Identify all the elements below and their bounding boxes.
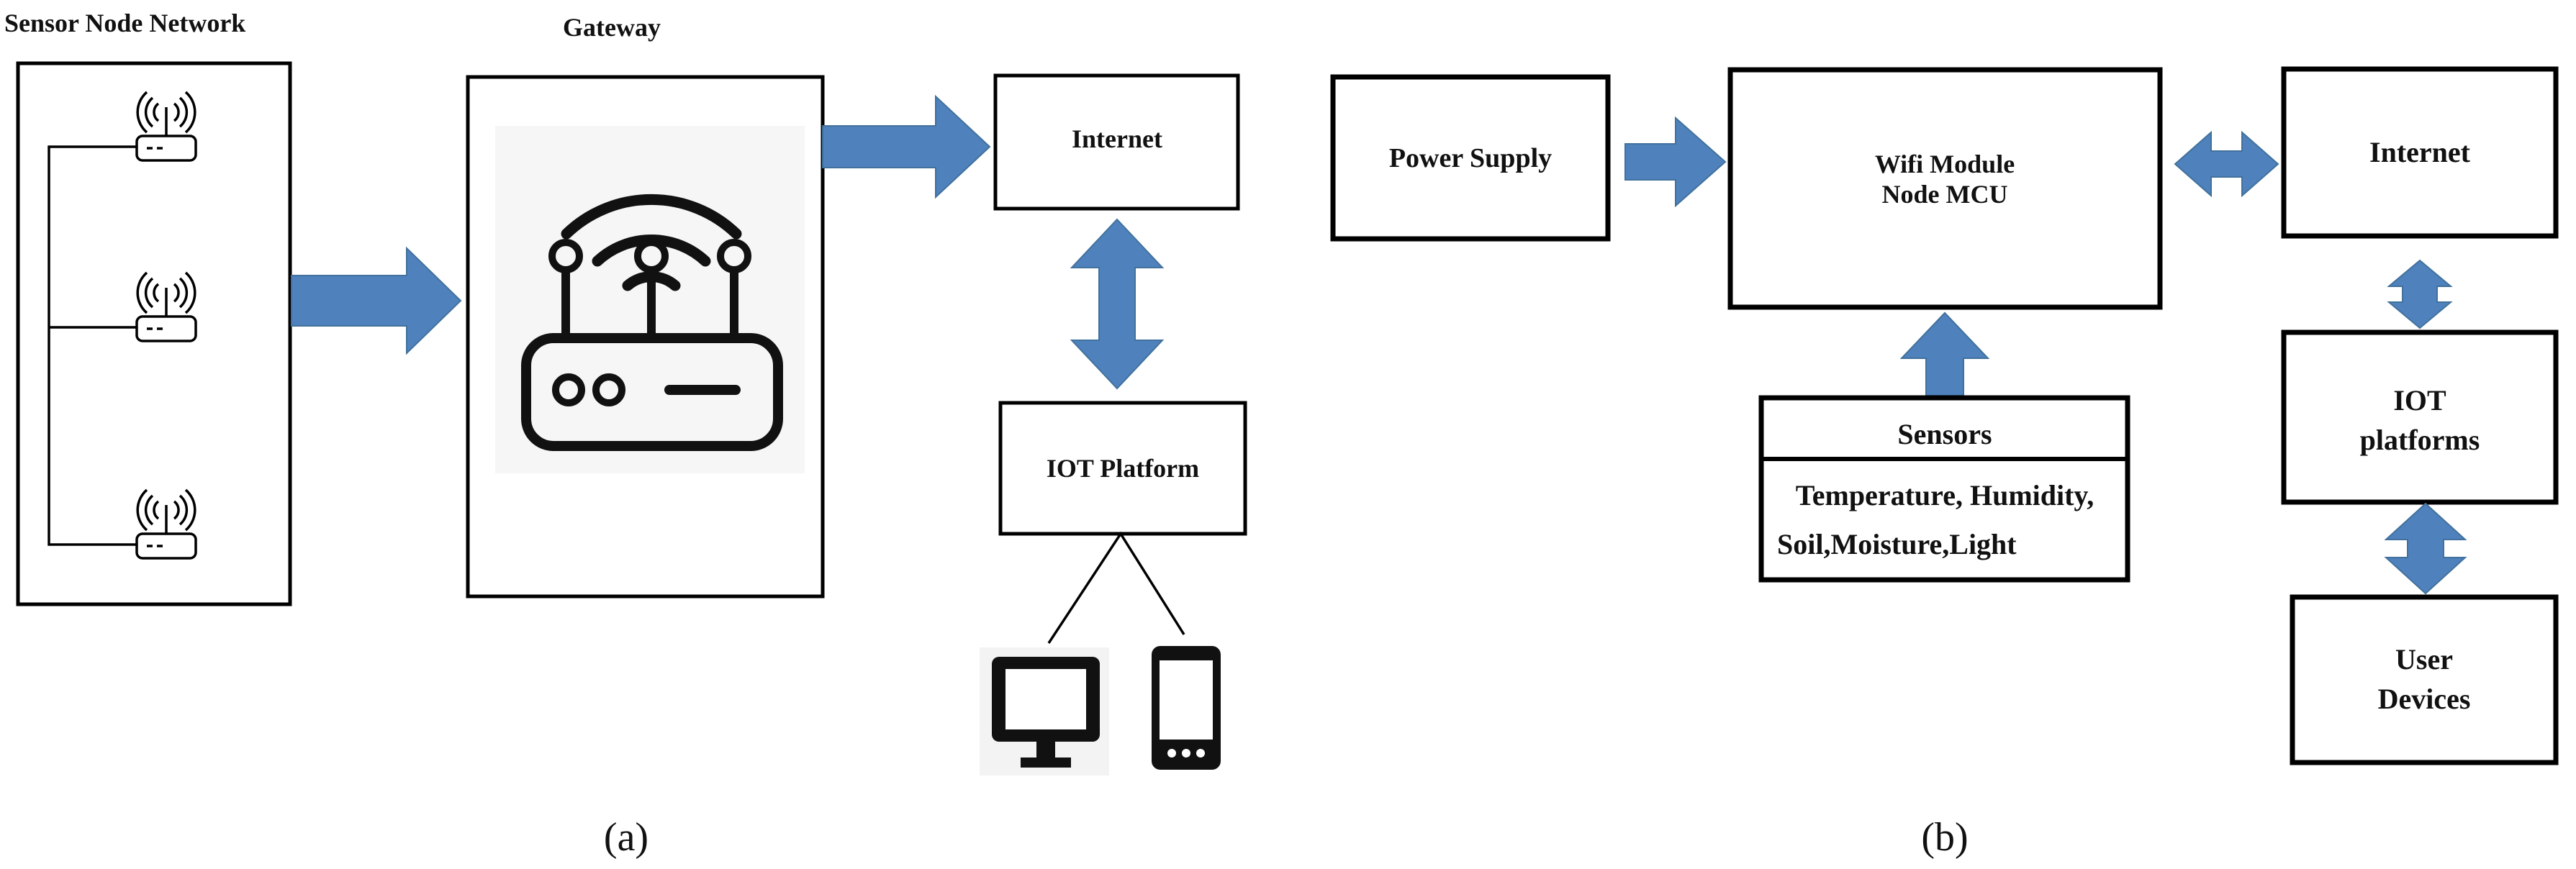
router-icon bbox=[495, 126, 805, 473]
wifi-module-line1: Wifi Module bbox=[1875, 150, 2015, 178]
wifi-module-box bbox=[1727, 67, 2163, 310]
iot-platforms-line2: platforms bbox=[2360, 424, 2480, 456]
internet-label-b: Internet bbox=[2369, 136, 2471, 168]
sensors-list-line2: Soil,Moisture,Light bbox=[1777, 528, 2017, 560]
user-devices-line1: User bbox=[2395, 643, 2453, 675]
panel-b: Power Supply Wifi Module Node MCU Intern… bbox=[1330, 66, 2559, 860]
wifi-node-icon bbox=[135, 488, 197, 560]
sensor-bus-line bbox=[48, 145, 137, 546]
desktop-monitor-icon bbox=[980, 647, 1109, 775]
arrow-network-to-gateway bbox=[291, 246, 462, 355]
iot-platforms-box bbox=[2281, 329, 2559, 505]
arrow-wifi-internet bbox=[2174, 130, 2279, 198]
arrow-gateway-to-internet bbox=[822, 94, 991, 199]
wifi-node-icon bbox=[135, 91, 197, 162]
power-supply-box bbox=[1330, 74, 1611, 242]
wifi-module-line2: Node MCU bbox=[1882, 180, 2008, 209]
arrow-iot-platforms-user-devices bbox=[2384, 502, 2467, 595]
wifi-node-icon bbox=[135, 271, 197, 342]
arrow-internet-iot-platform bbox=[1070, 218, 1165, 390]
user-devices-line2: Devices bbox=[2378, 683, 2471, 715]
sensor-network-label: Sensor Node Network bbox=[4, 9, 245, 37]
iot-platform-label: IOT Platform bbox=[1047, 454, 1199, 483]
gateway-label: Gateway bbox=[563, 13, 661, 42]
arrow-power-to-wifi bbox=[1624, 116, 1727, 208]
arrow-sensors-to-wifi bbox=[1899, 311, 1990, 396]
arrow-internet-iot-platforms bbox=[2387, 259, 2453, 329]
internet-box-b bbox=[2281, 66, 2559, 239]
power-supply-label: Power Supply bbox=[1389, 143, 1552, 173]
sensors-title: Sensors bbox=[1897, 418, 1992, 450]
caption-a: (a) bbox=[604, 815, 648, 860]
device-connector-lines bbox=[1047, 531, 1185, 644]
panel-a: Sensor Node Network bbox=[4, 9, 1247, 860]
user-devices-box bbox=[2290, 594, 2559, 765]
iot-platform-box bbox=[998, 401, 1247, 536]
caption-b: (b) bbox=[1921, 815, 1968, 860]
iot-platforms-line1: IOT bbox=[2393, 384, 2446, 417]
sensors-box bbox=[1758, 395, 2130, 583]
smartphone-icon bbox=[1152, 646, 1221, 770]
sensors-list-line1: Temperature, Humidity, bbox=[1796, 479, 2094, 511]
internet-label-a: Internet bbox=[1072, 124, 1162, 153]
internet-box-a bbox=[993, 73, 1240, 211]
